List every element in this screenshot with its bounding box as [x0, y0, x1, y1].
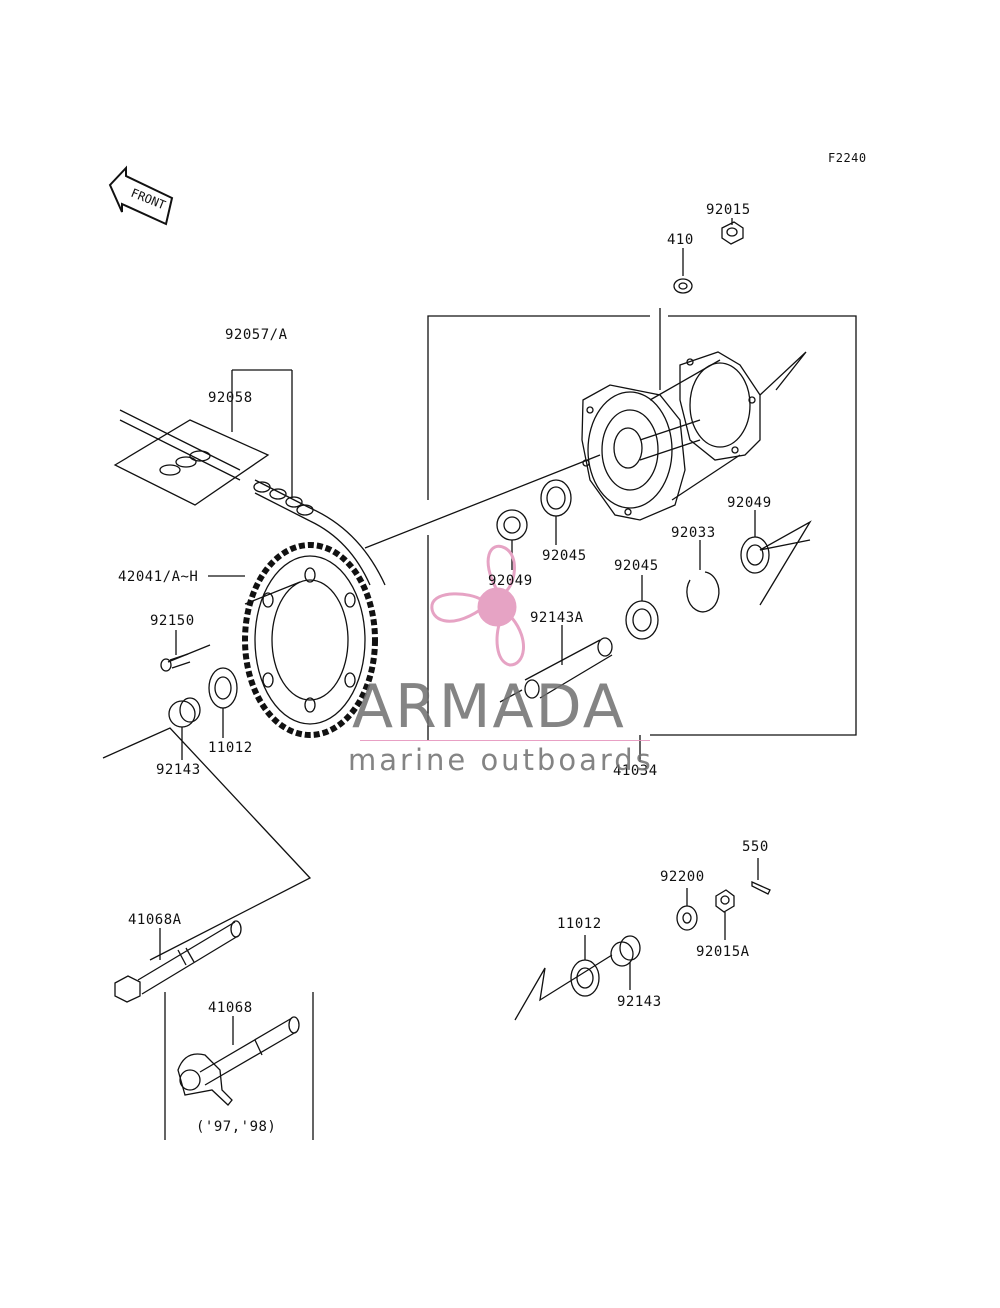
axle-line-upper — [364, 454, 601, 549]
part-label-92150[interactable]: 92150 — [150, 613, 195, 629]
seal-axis-mark — [759, 520, 812, 606]
axle-line-sprocket — [244, 581, 301, 605]
part-label-92057A[interactable]: 92057/A — [225, 327, 288, 343]
axle-end-mark — [759, 351, 807, 396]
watermark-title: ARMADA — [352, 672, 626, 742]
part-label-41068[interactable]: 41068 — [208, 1000, 253, 1016]
part-label-92045-lower[interactable]: 92045 — [614, 558, 659, 574]
part-label-92049-left[interactable]: 92049 — [488, 573, 533, 589]
bearing-92045-lower — [625, 600, 659, 640]
part-label-92049-right[interactable]: 92049 — [727, 495, 772, 511]
hub-bracket-right — [650, 315, 857, 736]
part-label-92015[interactable]: 92015 — [706, 202, 751, 218]
hub-bracket-left — [427, 315, 650, 500]
rear-hub — [581, 351, 761, 521]
axle-41068 — [177, 1016, 300, 1106]
part-label-92143-left[interactable]: 92143 — [156, 762, 201, 778]
part-label-41034[interactable]: 41034 — [613, 763, 658, 779]
part-label-92015A[interactable]: 92015A — [696, 944, 750, 960]
part-label-92058[interactable]: 92058 — [208, 390, 253, 406]
nut-92015A — [715, 889, 735, 913]
part-label-410[interactable]: 410 — [667, 232, 694, 248]
lower-axis-mark — [514, 954, 613, 1021]
part-label-11012-right[interactable]: 11012 — [557, 916, 602, 932]
bearing-92045-upper — [540, 479, 572, 517]
part-label-42041[interactable]: 42041/A~H — [118, 569, 199, 585]
figure-code: F2240 — [828, 151, 867, 165]
part-label-92033[interactable]: 92033 — [671, 525, 716, 541]
master-link-92058 — [113, 419, 270, 506]
part-label-92143-right[interactable]: 92143 — [617, 994, 662, 1010]
nut-92015 — [721, 221, 744, 245]
part-label-92045-upper[interactable]: 92045 — [542, 548, 587, 564]
part-label-92200[interactable]: 92200 — [660, 869, 705, 885]
rear-sprocket — [242, 542, 378, 738]
front-arrow-icon: FRONT — [108, 165, 174, 226]
part-label-92143A[interactable]: 92143A — [530, 610, 584, 626]
axle-line-bolt — [167, 644, 211, 663]
seal-92049-right — [740, 536, 770, 574]
watermark-logo-icon — [430, 544, 526, 667]
part-label-550[interactable]: 550 — [742, 839, 769, 855]
washer-92200 — [676, 905, 698, 931]
watermark-divider — [360, 740, 650, 741]
axle-guide-line — [102, 727, 312, 961]
seal-92049-left — [496, 509, 528, 541]
bolt-92150 — [160, 653, 191, 672]
washer-410 — [673, 278, 693, 294]
year-note: ('97,'98) — [196, 1119, 277, 1135]
seal-11012-left — [208, 667, 238, 709]
collar-92143-left — [168, 697, 201, 728]
watermark-subtitle: marine outboards — [348, 743, 654, 777]
axle-41068A — [114, 920, 242, 1003]
drive-chain — [119, 409, 386, 586]
part-label-11012-left[interactable]: 11012 — [208, 740, 253, 756]
circlip-92033 — [686, 571, 720, 613]
collar-92143-right — [610, 935, 641, 967]
cotter-pin-550 — [751, 880, 771, 895]
part-label-41068A[interactable]: 41068A — [128, 912, 182, 928]
